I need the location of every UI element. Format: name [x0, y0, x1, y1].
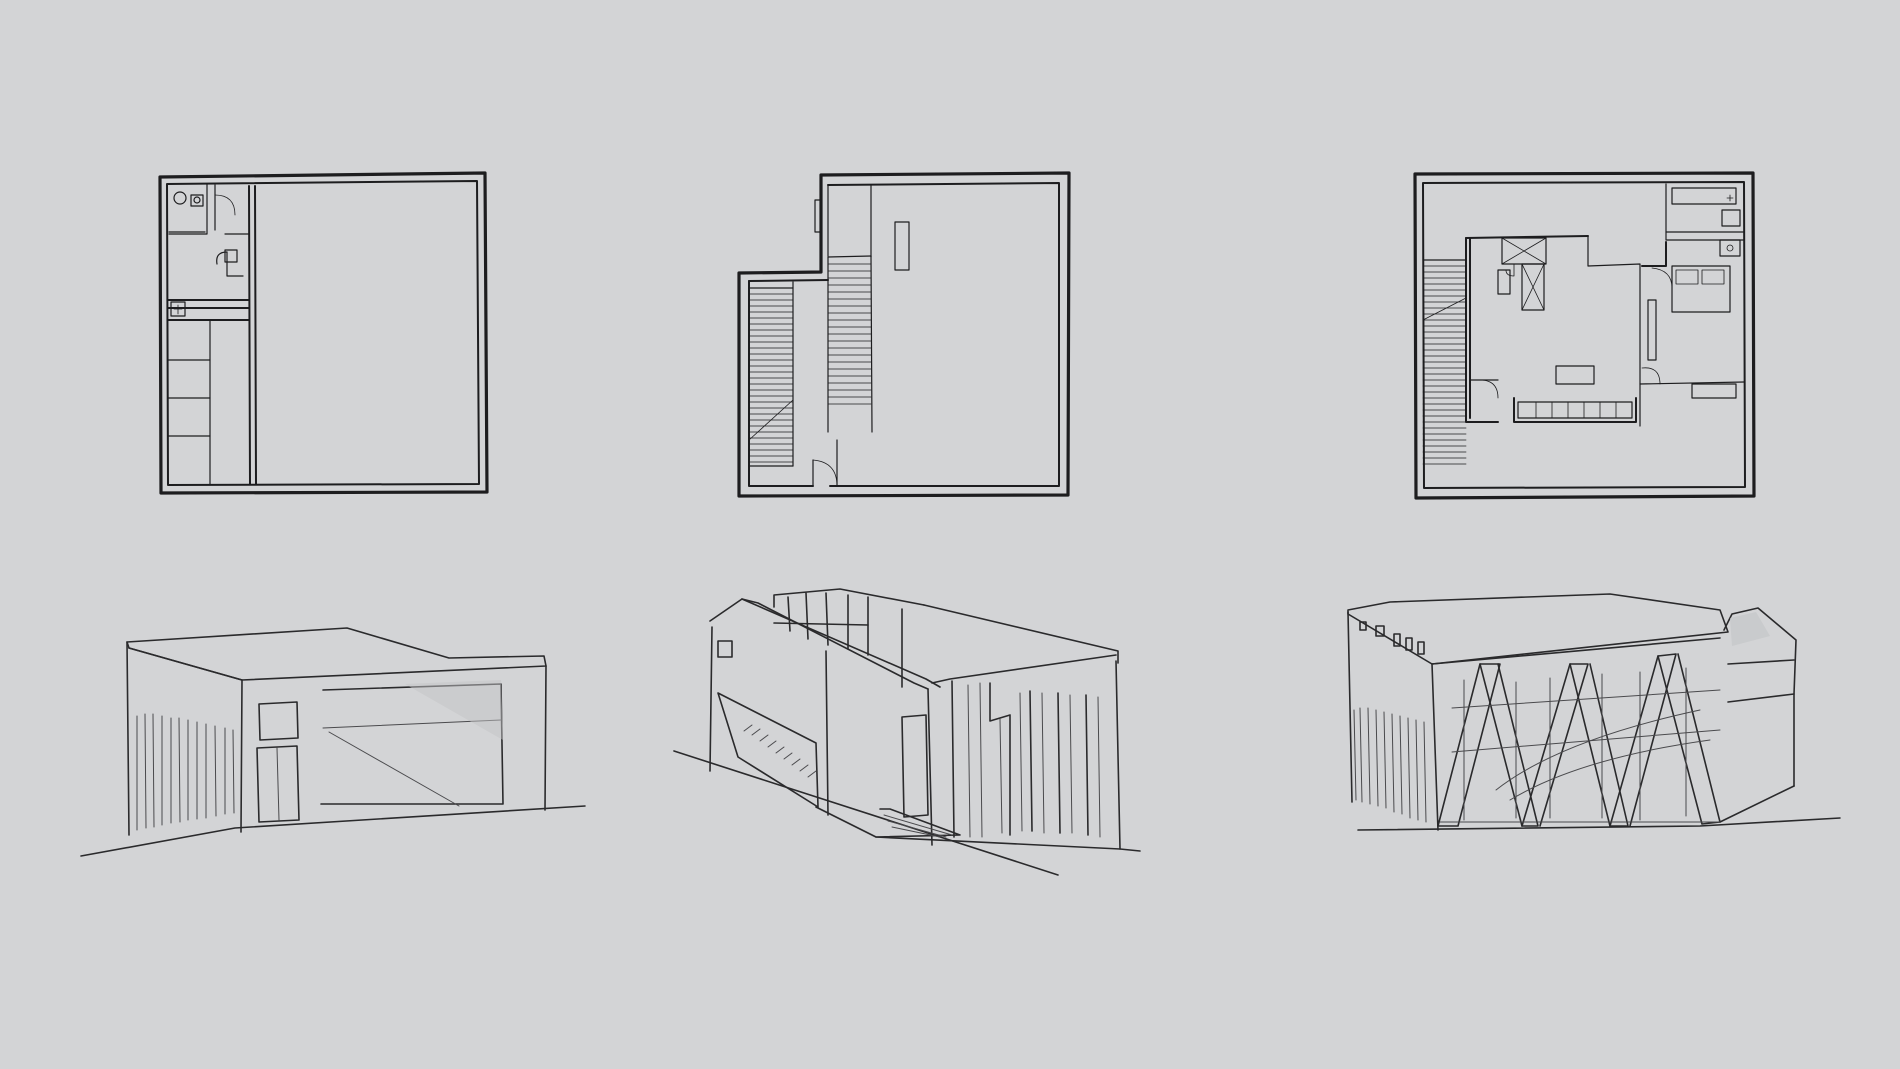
- floor-plan-2: [735, 170, 1075, 510]
- floor-plan-3-drawing: [1413, 171, 1756, 500]
- timber-slats-left: [136, 713, 235, 831]
- floor-plan-1: [155, 170, 495, 500]
- perspective-sketch-2: [670, 575, 1150, 895]
- stair-treads-upper: [1422, 265, 1467, 465]
- timber-slats-left-3: [1353, 707, 1427, 823]
- perspective-sketch-1: [75, 620, 595, 870]
- facade-panels: [951, 680, 1101, 838]
- floor-plan-1-drawing: [158, 171, 489, 495]
- perspective-sketch-2-drawing: [673, 588, 1141, 876]
- floor-plan-3: [1410, 170, 1760, 510]
- floor-plan-2-drawing: [737, 171, 1071, 498]
- stair-treads-right: [827, 263, 872, 405]
- zigzag-frame: [1437, 653, 1721, 827]
- perspective-sketch-1-drawing: [80, 627, 586, 857]
- perspective-sketch-3-drawing: [1347, 593, 1841, 831]
- stair-treads-left: [748, 293, 794, 463]
- perspective-sketch-3: [1340, 590, 1860, 860]
- stair-steps-sketch: [743, 724, 817, 778]
